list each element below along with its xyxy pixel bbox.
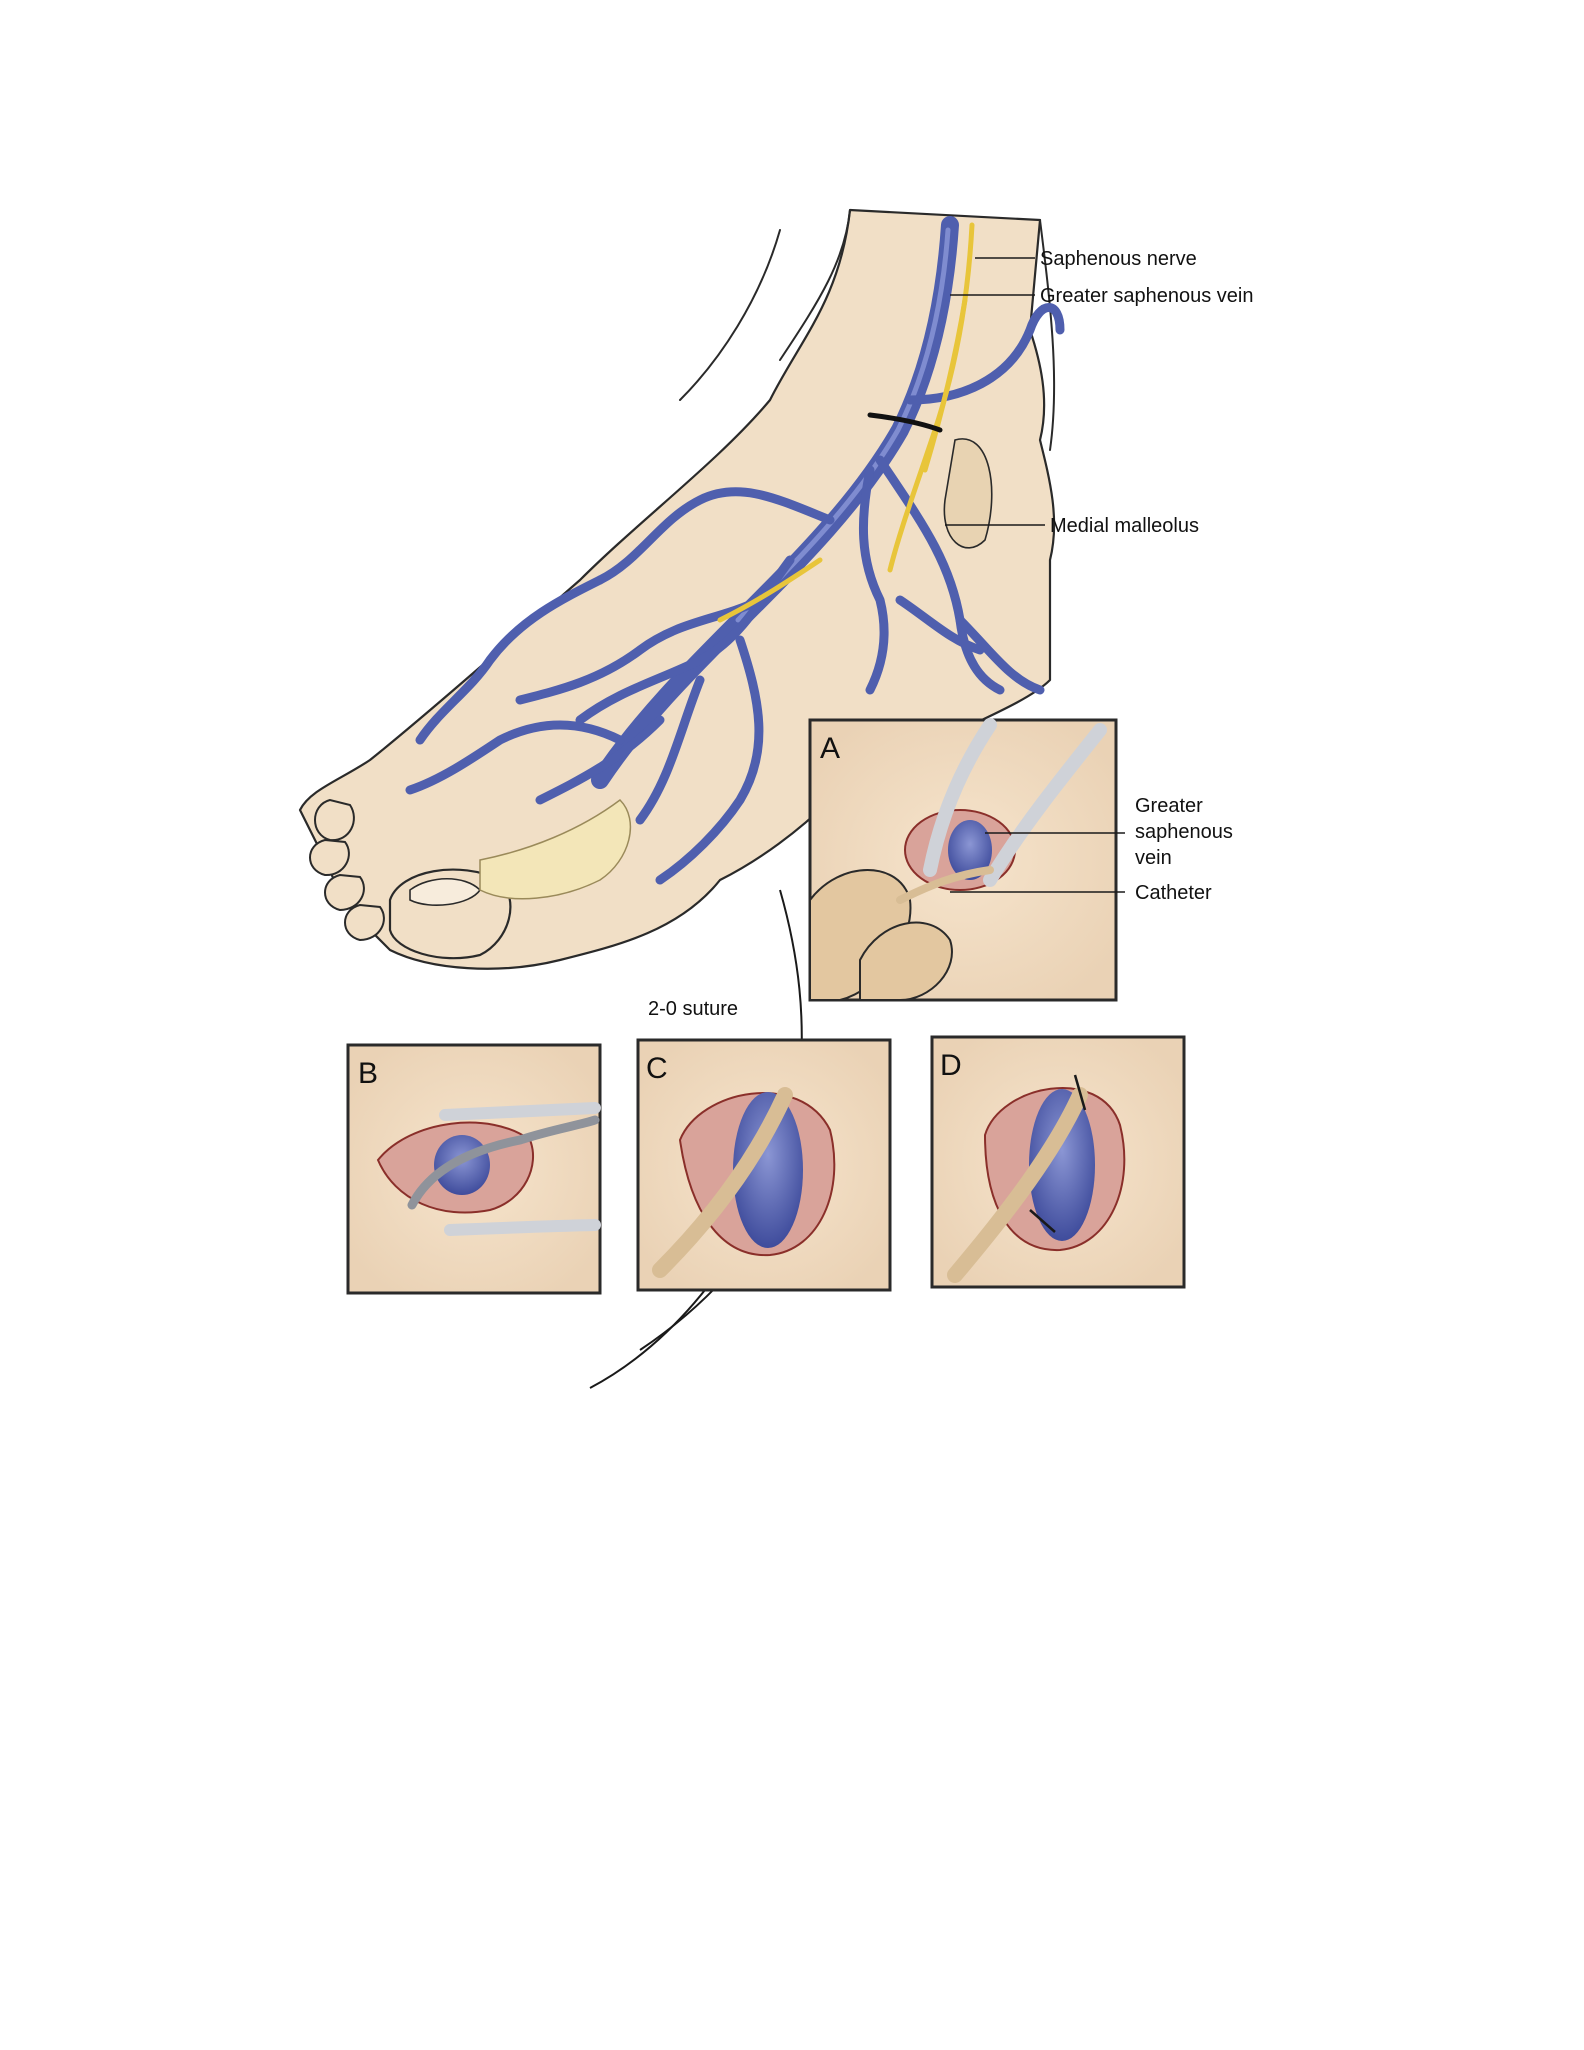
panel-b-vessel-loop-1	[439, 1102, 601, 1121]
label-inset-vein-line3: vein	[1135, 847, 1172, 869]
leg-outline-front	[679, 229, 781, 401]
panel-b-letter: B	[358, 1057, 378, 1090]
toe-small-2	[309, 838, 350, 877]
panel-c-vein	[733, 1092, 803, 1248]
toe-small-4	[344, 903, 385, 942]
panel-b-forceps	[407, 1115, 600, 1210]
panel-c-letter: C	[646, 1052, 668, 1085]
panel-c: C	[636, 1038, 892, 1292]
panel-b: B	[346, 1043, 602, 1295]
label-inset-vein-line1: Greater	[1135, 795, 1203, 817]
label-saphenous-nerve: Saphenous nerve	[1040, 248, 1197, 270]
label-inset-vein-line2: saphenous	[1135, 821, 1233, 843]
leg-outline-right	[1039, 219, 1056, 451]
panel-d-ligature-bottom	[1029, 1209, 1056, 1233]
panel-d-letter: D	[940, 1049, 962, 1082]
panel-a: A	[808, 718, 1118, 1002]
metatarsal-bones	[479, 799, 632, 900]
panel-a-catheter	[896, 866, 994, 904]
panel-a-letter: A	[820, 732, 840, 765]
leg-outline-left	[779, 209, 851, 361]
toe-small-1	[314, 798, 355, 842]
panel-d-catheter	[947, 1087, 1088, 1283]
panel-b-vein	[434, 1135, 490, 1195]
panel-a-finger-2	[859, 921, 953, 1001]
panel-b-vessel-loop-2	[444, 1219, 601, 1236]
panel-a-vein	[948, 820, 992, 880]
panel-a-vessel-loop-2	[983, 723, 1107, 887]
vein-highlight	[735, 227, 951, 623]
panel-d-vein	[1029, 1089, 1095, 1241]
label-greater-saphenous-vein: Greater saphenous vein	[1040, 285, 1253, 307]
label-catheter: Catheter	[1135, 882, 1212, 904]
incision-mark	[867, 412, 943, 433]
label-suture: 2-0 suture	[648, 998, 738, 1020]
panel-d-ligature-top	[1073, 1074, 1087, 1111]
panel-a-vessel-loop-1	[923, 718, 997, 877]
label-medial-malleolus: Medial malleolus	[1050, 515, 1199, 537]
toe-small-3	[324, 873, 365, 912]
panel-c-catheter	[652, 1087, 793, 1278]
panel-d: D	[930, 1035, 1186, 1289]
medial-malleolus-bump	[943, 438, 993, 549]
